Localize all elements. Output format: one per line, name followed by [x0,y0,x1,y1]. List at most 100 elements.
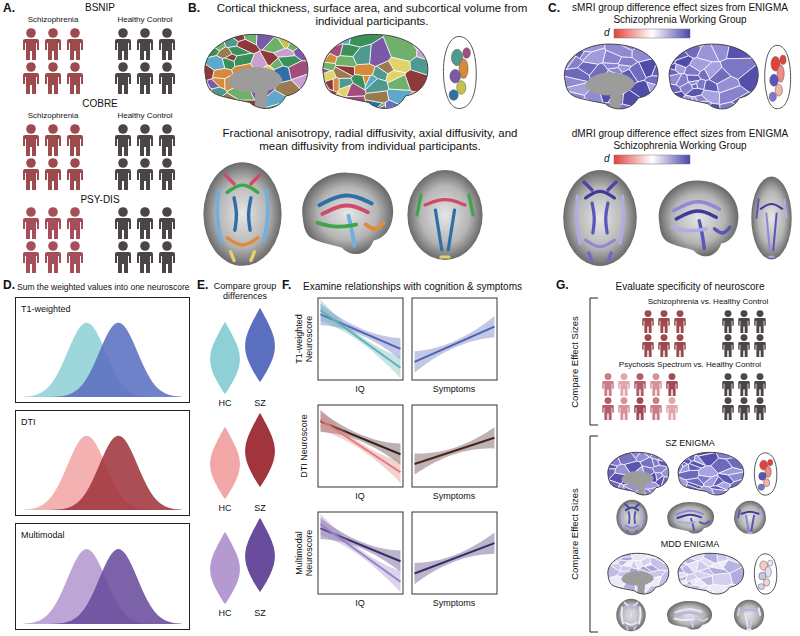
person-icon [674,310,686,333]
lateral-brain-part [665,42,760,112]
dti-slice [616,500,647,536]
dti-slice-part [639,608,640,624]
violin-plot [245,518,275,592]
dti-slice-part [625,606,637,608]
lateral-brain-part-part [665,109,683,112]
dti-slice [407,170,482,260]
person-icon-part [48,207,58,217]
regression-plot-part [415,316,495,373]
dti-slice-part [769,256,773,258]
dti-slice-part [622,608,623,624]
person-icon [754,310,766,333]
dti-slice [751,177,791,260]
person-icon-part [738,405,750,420]
axis-label: IQ [355,491,365,501]
person-icon-part [669,373,676,380]
dti-slice-part [676,511,703,515]
dti-slice-part [633,512,636,523]
person-icon-part [605,373,612,380]
person-icon-part [159,39,175,60]
dti-slice-part [675,521,695,522]
panel-title: Sum the weighted values into one neurosc… [17,283,189,293]
subcortical-slice-part [754,453,776,495]
lateral-brain-part-part [403,32,430,41]
person-icon [67,124,83,156]
dti-slice [667,502,714,533]
medial-brain-part [564,44,658,109]
person-icon-part [645,310,652,317]
person-icon-part [140,207,150,217]
dti-slice-part [348,216,354,246]
person-icon-part [650,405,662,420]
medial-brain-part-part [663,587,670,596]
regression-plot-part [318,405,403,487]
person-icon [23,62,39,94]
person-icon-part [661,334,668,341]
person-icon-part [137,218,153,239]
person-icon [137,62,153,94]
person-icon-part [159,218,175,239]
person-icon [722,397,734,420]
group-label: Schizophrenia [28,111,79,120]
lateral-brain-part-part [667,91,686,102]
lateral-brain-part-part [692,84,698,89]
dti-slice-part [448,210,454,250]
person-icon-part [634,405,646,420]
medial-brain-part-part [641,557,651,566]
panel-title: sMRI group difference effect sizes from … [563,2,798,25]
panel-title: dMRI group difference effect sizes from … [563,128,798,151]
person-icon-part [70,62,80,72]
person-icon-part [67,169,83,190]
person-icon [674,334,686,357]
person-icon [602,397,614,420]
regression-plot-part [321,310,401,367]
person-icon-part [118,207,128,217]
subcortical-slice [443,37,476,109]
person-icon-part [67,252,83,273]
color-bar [614,29,690,38]
person-icon [45,158,61,190]
dti-slice-part [592,203,594,233]
distribution-plot [23,436,182,510]
person-icon [650,397,662,420]
medial-brain-part-part [228,46,251,56]
bracket-label: Compare Effect Sizes [570,488,581,580]
subcortical-slice-part [780,55,786,64]
axis-label: HC [219,503,232,513]
axis-label: Multimodal Neuroscore [294,518,315,588]
lateral-brain-part-part [675,573,688,580]
person-icon-part [637,373,644,380]
person-icon-part [70,124,80,134]
person-icon-part [741,373,748,380]
regression-plot-part [412,512,497,594]
lateral-brain-part-part [668,102,685,110]
dti-slice [563,170,637,266]
lateral-brain-part-part [353,44,371,65]
dti-slice-part [677,612,700,615]
dti-slice-part [756,200,758,218]
lateral-brain-part-part [704,475,719,487]
lateral-brain-part-part [687,585,702,596]
person-icon [159,158,175,190]
person-icon [159,207,175,239]
lateral-brain-part-part [318,67,331,74]
person-icon [23,158,39,190]
person-icon-part [725,310,732,317]
person-icon-part [159,73,175,94]
person-icon-part [140,158,150,168]
violin-plot [210,322,240,394]
medial-brain-part-part [605,451,608,464]
dti-slice-part [635,504,638,507]
person-icon-part [159,135,175,156]
dti-slice-part [734,600,764,631]
person-icon-part [658,342,670,357]
medial-brain [200,32,310,112]
dti-slice-part [264,190,268,241]
regression-plot [318,512,403,594]
person-icon [115,124,131,156]
person-icon [115,207,131,239]
dti-slice-part [586,240,615,247]
person-icon [722,334,734,357]
medial-brain-part-part [618,560,628,566]
